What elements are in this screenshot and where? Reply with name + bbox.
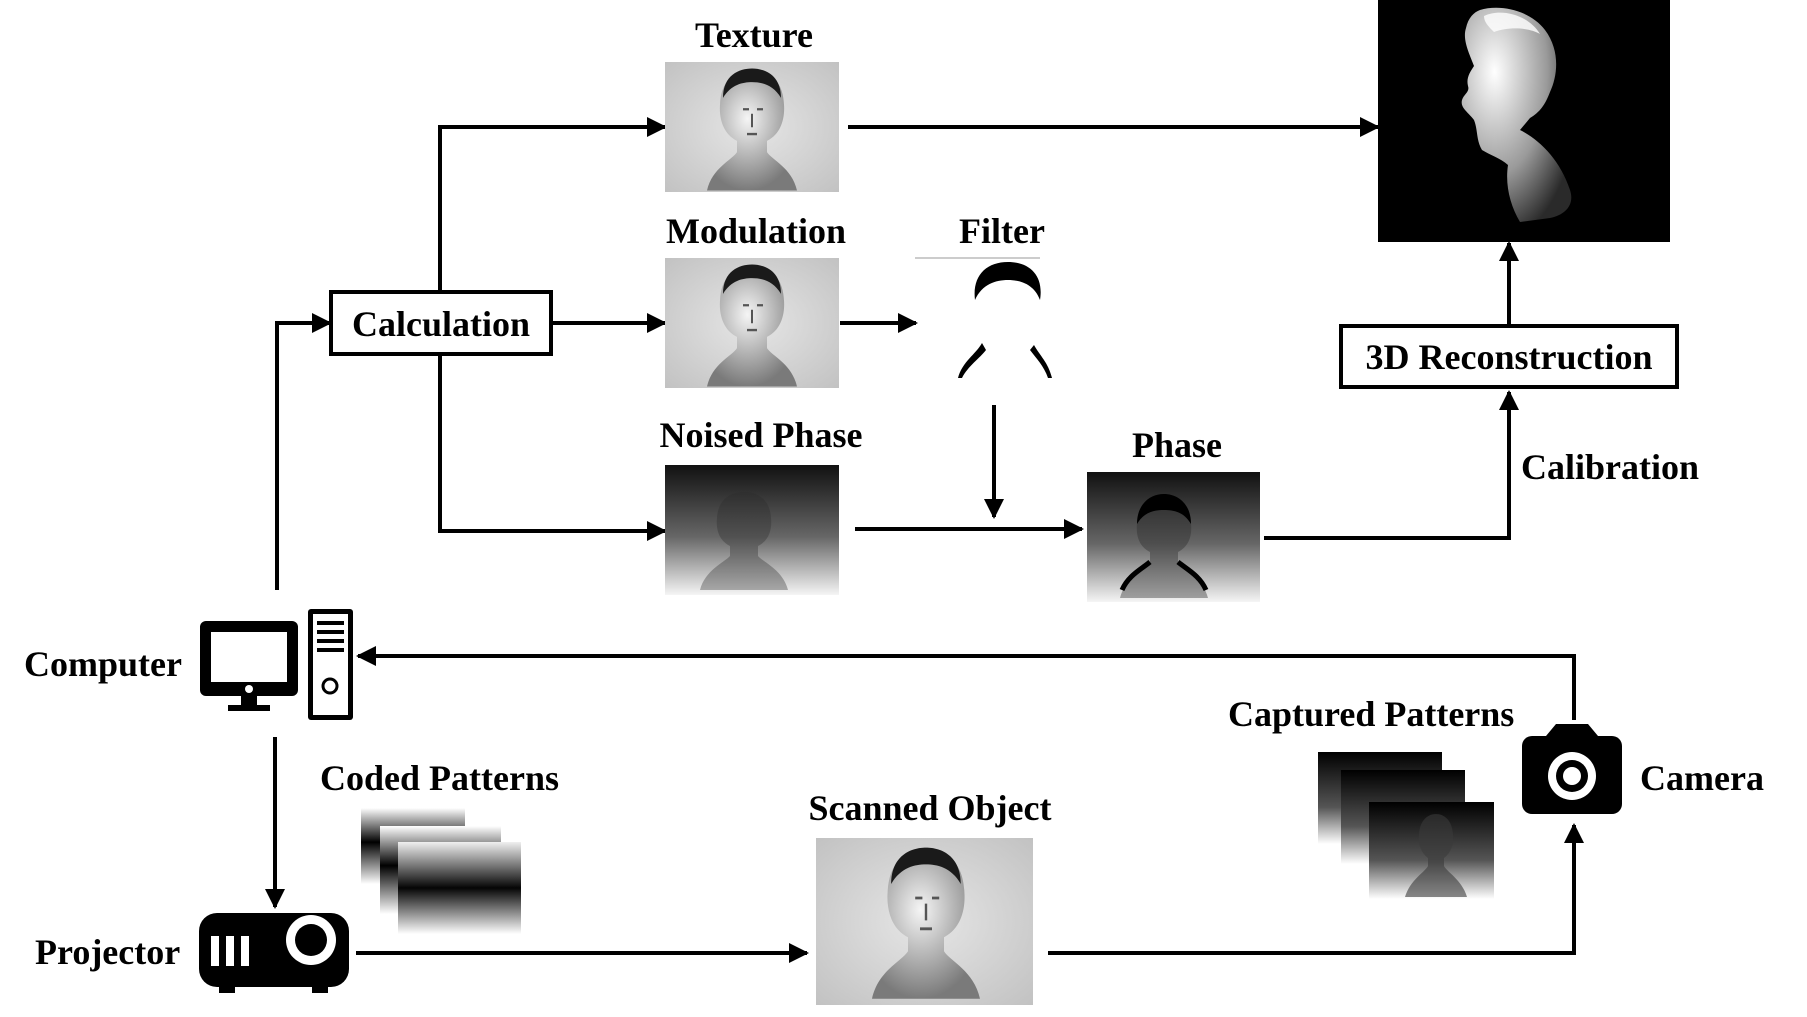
texture-image [665,62,839,192]
reconstruction-label: 3D Reconstruction [1366,337,1653,377]
reconstruction-result-image [1378,0,1670,242]
phase-image [1087,472,1260,602]
camera-label: Camera [1640,758,1764,798]
scanned-object-image [816,838,1033,1005]
modulation-label: Modulation [666,211,846,251]
texture-label: Texture [695,15,813,55]
calculation-box [329,290,553,356]
monitor-icon [200,621,298,711]
arrow-to-noised-phase [438,355,667,541]
arrow-to-texture [438,117,667,292]
arrow-computer-to-calculation [275,313,332,590]
scanned-object-label: Scanned Object [809,788,1052,828]
connectors [265,117,1584,963]
captured-patterns-image [1318,752,1494,899]
noised-phase-image [665,465,839,595]
filter-image [915,257,1052,378]
computer-label: Computer [24,644,182,684]
coded-patterns-label: Coded Patterns [320,758,559,798]
coded-patterns-image [361,808,521,934]
arrow-camera-to-computer [356,646,1576,720]
projector-icon [199,913,349,993]
projector-label: Projector [35,932,180,972]
filter-label: Filter [959,211,1045,251]
calculation-label: Calculation [352,304,530,344]
noised-phase-label: Noised Phase [659,415,862,455]
arrow-phase-to-reconstruction [1264,390,1519,540]
modulation-image [665,258,839,388]
phase-label: Phase [1132,425,1222,465]
arrow-object-to-camera [1048,823,1584,955]
camera-icon [1522,724,1622,814]
calibration-label: Calibration [1521,447,1699,487]
captured-patterns-label: Captured Patterns [1228,694,1514,734]
reconstruction-box [1339,324,1679,389]
computer-tower-icon [308,609,353,720]
